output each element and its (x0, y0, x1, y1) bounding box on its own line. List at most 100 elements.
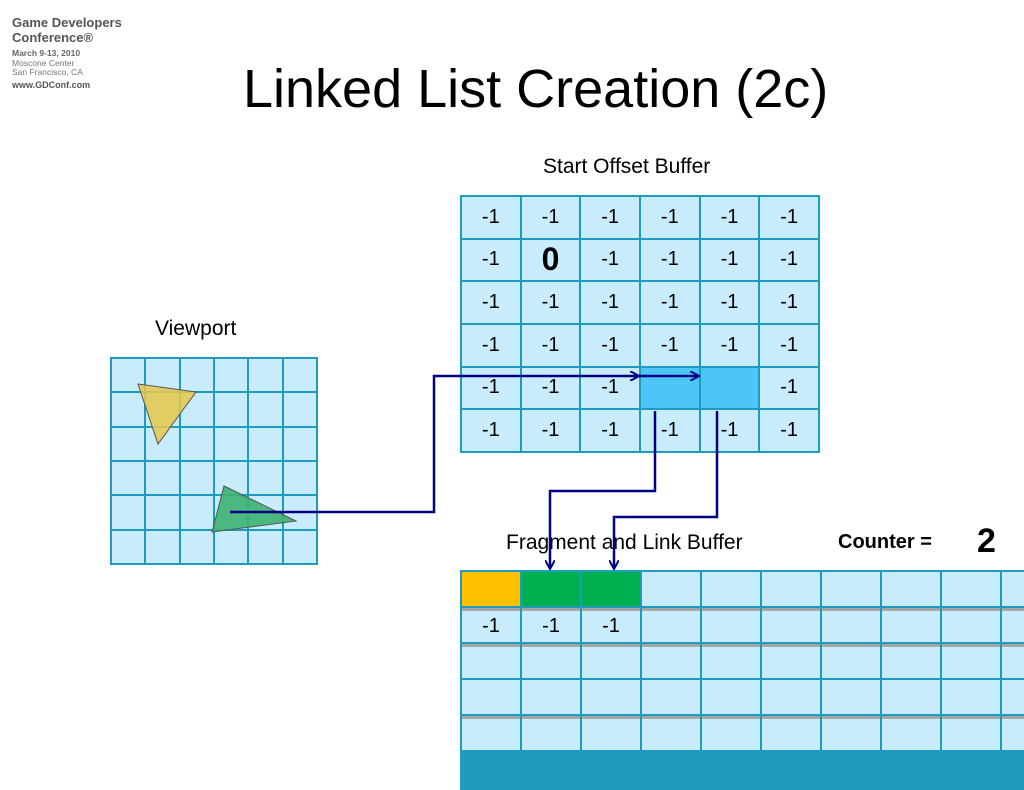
start-offset-cell: -1 (760, 282, 818, 323)
start-offset-cell: -1 (581, 282, 639, 323)
viewport-pixel (249, 530, 282, 563)
link-cell (582, 680, 640, 714)
viewport-pixel (180, 393, 213, 426)
start-offset-cell: -1 (462, 239, 520, 281)
fragment-cell (1002, 644, 1024, 678)
start-offset-cell: -1 (700, 239, 759, 281)
link-cell (642, 608, 700, 642)
start-offset-cell: -1 (462, 410, 520, 451)
viewport-pixel (249, 359, 282, 392)
link-cell (702, 608, 760, 642)
viewport-pixel (283, 496, 316, 529)
link-cell: -1 (582, 608, 640, 642)
viewport-pixel (180, 496, 213, 529)
viewport-pixel (214, 530, 248, 563)
fragment-cell (462, 716, 520, 750)
start-offset-cell: -1 (760, 197, 818, 238)
viewport-pixel (214, 496, 248, 529)
link-cell (462, 680, 520, 714)
link-cell (882, 680, 940, 714)
start-offset-cell: -1 (581, 325, 639, 366)
fragment-cell (1002, 716, 1024, 750)
viewport-pixel (146, 461, 179, 495)
fragment-cell (702, 572, 760, 606)
fragment-cell (882, 716, 940, 750)
viewport-pixel (146, 530, 179, 563)
fragment-cell (942, 572, 1000, 606)
fragment-cell (1002, 572, 1024, 606)
viewport-pixel (249, 393, 282, 426)
fragment-cell (522, 716, 580, 750)
viewport-pixel (214, 393, 248, 426)
viewport-pixel (146, 393, 179, 426)
viewport-pixel (112, 427, 145, 460)
logo-url: www.GDConf.com (12, 80, 91, 91)
gdc-logo: Game Developers Conference® March 9-13, … (12, 15, 122, 91)
start-offset-cell: -1 (641, 282, 699, 323)
counter-value: 2 (977, 522, 996, 560)
start-offset-cell: -1 (760, 410, 818, 451)
start-offset-cell: -1 (462, 282, 520, 323)
fragment-cell (462, 572, 520, 606)
viewport-pixel (249, 427, 282, 460)
viewport-pixel (283, 427, 316, 460)
fragment-link-buffer-grid: -1-1-1 (460, 570, 1024, 790)
link-cell (822, 608, 880, 642)
viewport-pixel (112, 359, 145, 392)
viewport-pixel (180, 530, 213, 563)
start-offset-buffer-label: Start Offset Buffer (543, 155, 711, 178)
start-offset-cell: -1 (700, 197, 759, 238)
logo-line-1: Game Developers (12, 15, 122, 30)
viewport-pixel (146, 496, 179, 529)
fragment-cell (582, 716, 640, 750)
start-offset-cell: -1 (521, 325, 580, 366)
viewport-pixel (146, 427, 179, 460)
viewport-pixel (180, 359, 213, 392)
start-offset-cell: -1 (521, 410, 580, 451)
viewport-pixel (283, 393, 316, 426)
link-cell (762, 680, 820, 714)
viewport-pixel (180, 427, 213, 460)
fragment-cell (822, 644, 880, 678)
link-cell (1002, 608, 1024, 642)
start-offset-cell: -1 (641, 410, 699, 451)
link-cell (822, 680, 880, 714)
logo-city: San Francisco, CA (12, 67, 83, 78)
start-offset-cell (641, 367, 699, 409)
fragment-cell (762, 716, 820, 750)
start-offset-cell: -1 (700, 410, 759, 451)
start-offset-cell: -1 (462, 367, 520, 409)
start-offset-cell: -1 (462, 197, 520, 238)
viewport-pixel (112, 461, 145, 495)
link-cell (642, 680, 700, 714)
link-cell (942, 680, 1000, 714)
fragment-cell (882, 572, 940, 606)
start-offset-cell: -1 (760, 367, 818, 409)
fragment-cell (522, 572, 580, 606)
fragment-cell (762, 572, 820, 606)
viewport-pixel (146, 359, 179, 392)
start-offset-cell: -1 (581, 197, 639, 238)
link-cell (882, 608, 940, 642)
link-cell: -1 (462, 608, 520, 642)
link-cell (942, 608, 1000, 642)
fragment-cell (702, 716, 760, 750)
link-cell (702, 680, 760, 714)
logo-line-2: Conference® (12, 29, 94, 45)
viewport-pixel (283, 359, 316, 392)
start-offset-cell: -1 (760, 239, 818, 281)
fragment-cell (642, 716, 700, 750)
start-offset-cell: -1 (581, 410, 639, 451)
fragment-cell (942, 644, 1000, 678)
viewport-pixel (112, 393, 145, 426)
fragment-cell (702, 644, 760, 678)
link-cell (1002, 680, 1024, 714)
viewport-pixel (214, 461, 248, 495)
counter-label: Counter = (838, 531, 932, 553)
start-offset-cell: -1 (521, 367, 580, 409)
fragment-cell (642, 644, 700, 678)
viewport-pixel (249, 496, 282, 529)
fragment-cell (642, 572, 700, 606)
viewport-pixel (112, 530, 145, 563)
start-offset-cell: -1 (760, 325, 818, 366)
